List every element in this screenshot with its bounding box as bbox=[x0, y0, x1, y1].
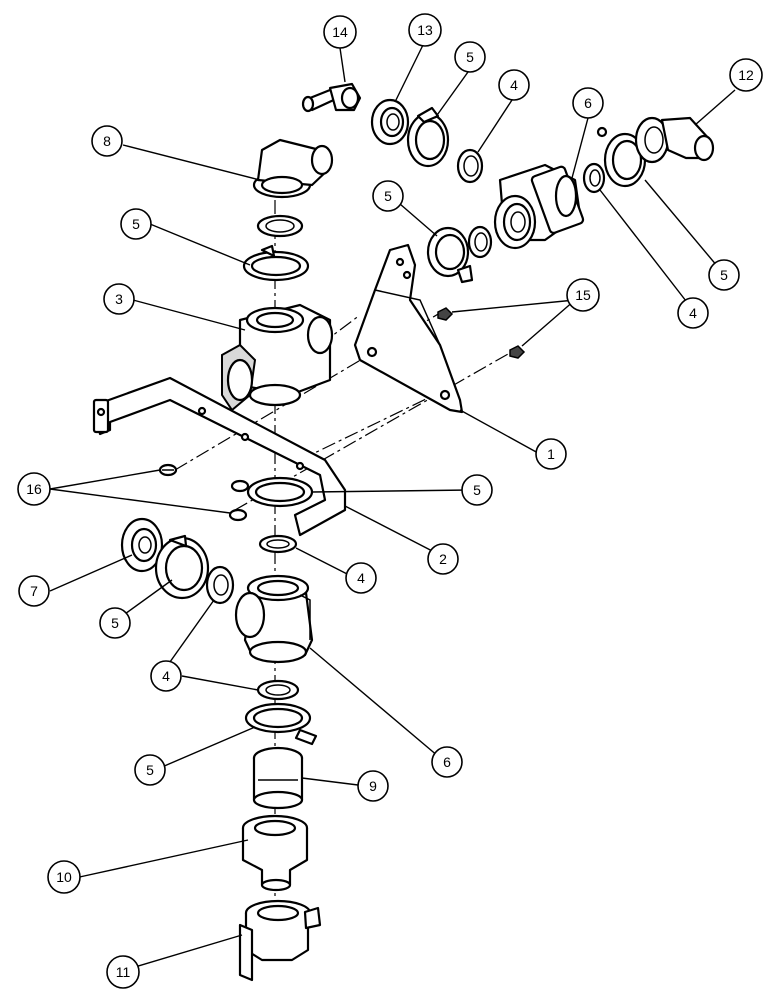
part-6-tee-right bbox=[493, 163, 585, 250]
part-8-elbow-inlet bbox=[252, 138, 334, 199]
part-4-oring-mid bbox=[467, 225, 493, 259]
part-2-mount-bracket bbox=[92, 376, 347, 537]
svg-text:7: 7 bbox=[30, 583, 38, 599]
part-5-clamp-stack-lower bbox=[244, 702, 318, 746]
svg-text:5: 5 bbox=[720, 267, 728, 283]
leader-lines bbox=[49, 44, 736, 971]
svg-text:10: 10 bbox=[56, 869, 72, 885]
svg-text:16: 16 bbox=[26, 481, 42, 497]
centerlines bbox=[174, 200, 516, 920]
svg-text:4: 4 bbox=[357, 570, 365, 586]
part-13-flange bbox=[370, 98, 410, 146]
part-5-clamp-mid bbox=[426, 226, 474, 284]
svg-text:5: 5 bbox=[132, 216, 140, 232]
svg-text:1: 1 bbox=[547, 446, 555, 462]
callout-11: 11 bbox=[106, 955, 140, 989]
part-4-oring-right bbox=[582, 162, 606, 194]
part-10-coupler bbox=[241, 814, 309, 892]
svg-text:4: 4 bbox=[510, 77, 518, 93]
svg-text:4: 4 bbox=[689, 305, 697, 321]
svg-text:3: 3 bbox=[115, 291, 123, 307]
callout-5: 5 bbox=[454, 41, 486, 73]
callout-2: 2 bbox=[427, 543, 459, 575]
svg-text:5: 5 bbox=[473, 482, 481, 498]
callout-8: 8 bbox=[91, 125, 123, 157]
callout-5: 5 bbox=[461, 474, 493, 506]
callout-10: 10 bbox=[47, 860, 81, 894]
svg-text:14: 14 bbox=[332, 24, 348, 40]
callout-15: 15 bbox=[566, 278, 600, 312]
callout-3: 3 bbox=[103, 283, 135, 315]
svg-text:2: 2 bbox=[439, 551, 447, 567]
part-4-oring-stack-mid bbox=[258, 534, 298, 554]
part-4-oring-top bbox=[456, 148, 484, 184]
svg-text:12: 12 bbox=[738, 67, 754, 83]
svg-text:11: 11 bbox=[116, 964, 131, 980]
part-5-clamp-bracket bbox=[246, 476, 314, 508]
part-7-flange-left bbox=[120, 517, 164, 573]
part-6-tee-lower bbox=[234, 574, 314, 664]
part-15-nuts bbox=[437, 307, 526, 359]
svg-text:5: 5 bbox=[146, 762, 154, 778]
svg-text:5: 5 bbox=[111, 615, 119, 631]
part-1-bracket bbox=[353, 243, 464, 414]
callout-14: 14 bbox=[323, 15, 357, 49]
svg-text:15: 15 bbox=[575, 287, 591, 303]
part-9-adapter bbox=[252, 746, 304, 810]
callout-5: 5 bbox=[372, 180, 404, 212]
part-4-oring-stack-upper bbox=[256, 214, 304, 238]
part-16-screws bbox=[158, 463, 250, 522]
callout-6: 6 bbox=[431, 746, 463, 778]
callout-4: 4 bbox=[150, 660, 182, 692]
svg-text:5: 5 bbox=[384, 188, 392, 204]
callout-5: 5 bbox=[120, 208, 152, 240]
callout-5: 5 bbox=[99, 607, 131, 639]
svg-text:9: 9 bbox=[369, 778, 377, 794]
part-4-oring-left bbox=[205, 565, 235, 605]
part-5-clamp-stack-upper bbox=[242, 244, 310, 282]
callout-4: 4 bbox=[345, 562, 377, 594]
svg-text:5: 5 bbox=[466, 49, 474, 65]
svg-text:4: 4 bbox=[162, 668, 170, 684]
part-12-elbow-fitting bbox=[634, 116, 715, 164]
svg-text:8: 8 bbox=[103, 133, 111, 149]
callout-7: 7 bbox=[18, 575, 50, 607]
callout-4: 4 bbox=[677, 297, 709, 329]
svg-text:6: 6 bbox=[584, 95, 592, 111]
callout-13: 13 bbox=[408, 13, 442, 47]
callout-1: 1 bbox=[535, 438, 567, 470]
svg-text:13: 13 bbox=[417, 22, 433, 38]
callout-6: 6 bbox=[572, 87, 604, 119]
svg-text:6: 6 bbox=[443, 754, 451, 770]
callout-5: 5 bbox=[134, 754, 166, 786]
callout-9: 9 bbox=[357, 770, 389, 802]
callout-5: 5 bbox=[708, 259, 740, 291]
part-5-clamp-top bbox=[406, 106, 450, 168]
part-14-elbow-fitting bbox=[301, 82, 362, 113]
part-4-oring-stack-lower bbox=[256, 679, 300, 701]
part-11-cam-lock bbox=[238, 899, 322, 982]
part-5-clamp-left bbox=[154, 534, 210, 600]
part-3-valve-body bbox=[221, 303, 334, 412]
callout-4: 4 bbox=[498, 69, 530, 101]
callout-16: 16 bbox=[17, 472, 51, 506]
callout-12: 12 bbox=[729, 58, 763, 92]
